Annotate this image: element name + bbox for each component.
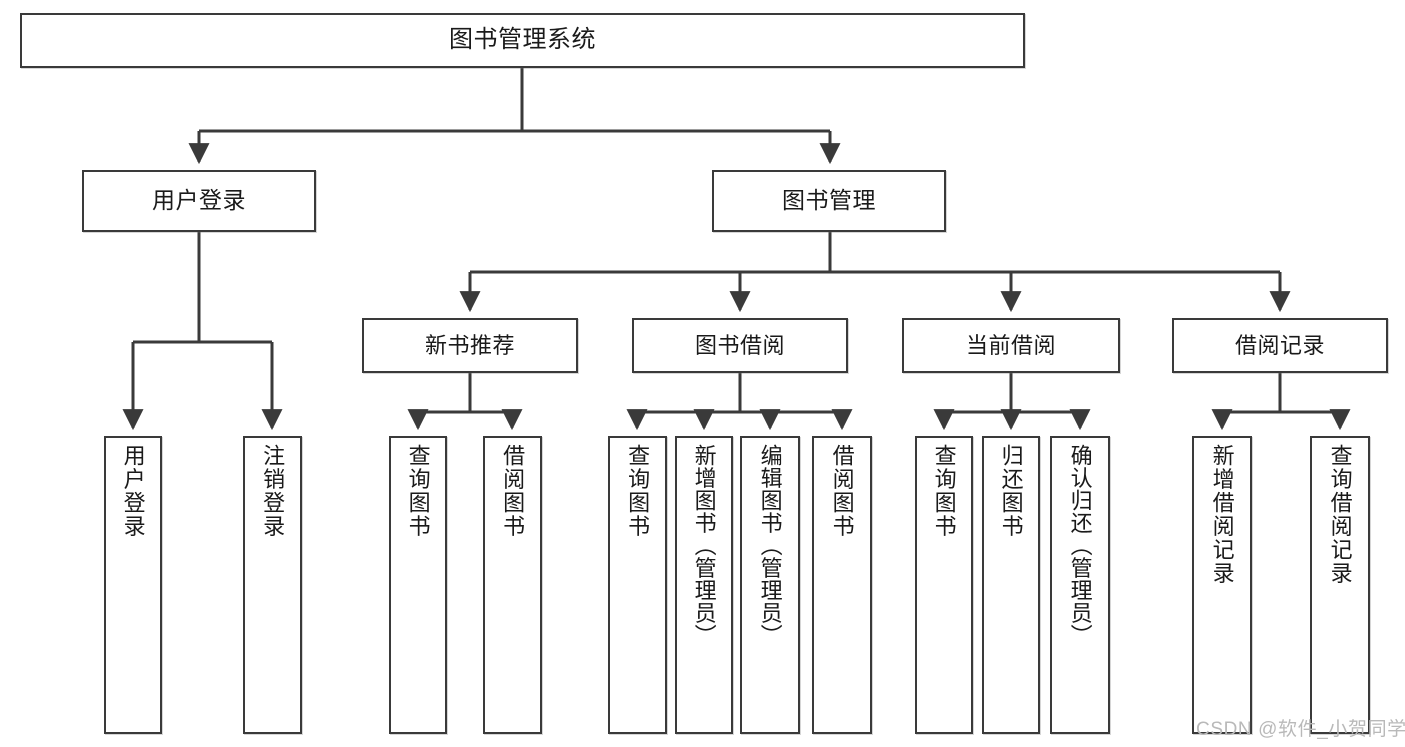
node-level3-1[interactable]: 新书推荐: [362, 318, 578, 373]
node-leaf-9[interactable]: 查询图书: [915, 436, 973, 734]
node-level3-3-label: 当前借阅: [965, 332, 1056, 358]
node-level2-2-label: 图书管理: [782, 187, 876, 214]
node-leaf-8-label: 借阅图书: [829, 444, 855, 538]
node-level2-1[interactable]: 用户登录: [82, 170, 316, 232]
node-level2-1-label: 用户登录: [152, 187, 246, 214]
node-level3-3[interactable]: 当前借阅: [902, 318, 1120, 373]
node-leaf-6-label: 新增图书（管理员）: [691, 444, 717, 647]
node-level3-2-label: 图书借阅: [694, 332, 785, 358]
node-level3-2[interactable]: 图书借阅: [632, 318, 848, 373]
node-leaf-10-label: 归还图书: [998, 444, 1024, 538]
node-level3-4[interactable]: 借阅记录: [1172, 318, 1388, 373]
node-leaf-1-label: 用户登录: [120, 444, 146, 538]
node-leaf-12-label: 新增借阅记录: [1209, 444, 1235, 585]
node-leaf-3[interactable]: 查询图书: [389, 436, 447, 734]
node-leaf-5[interactable]: 查询图书: [608, 436, 667, 734]
node-leaf-8[interactable]: 借阅图书: [812, 436, 872, 734]
node-leaf-1[interactable]: 用户登录: [104, 436, 162, 734]
node-leaf-4-label: 借阅图书: [500, 444, 526, 538]
node-leaf-7[interactable]: 编辑图书（管理员）: [740, 436, 800, 734]
node-leaf-2[interactable]: 注销登录: [243, 436, 302, 734]
node-leaf-3-label: 查询图书: [405, 444, 431, 538]
node-leaf-4[interactable]: 借阅图书: [483, 436, 542, 734]
node-leaf-6[interactable]: 新增图书（管理员）: [675, 436, 733, 734]
node-leaf-2-label: 注销登录: [260, 444, 286, 538]
node-leaf-10[interactable]: 归还图书: [982, 436, 1040, 734]
node-leaf-7-label: 编辑图书（管理员）: [757, 444, 783, 647]
csdn-watermark: CSDN @软件_小贺同学: [1196, 719, 1405, 740]
node-leaf-11[interactable]: 确认归还（管理员）: [1050, 436, 1110, 734]
node-leaf-9-label: 查询图书: [931, 444, 957, 538]
node-leaf-5-label: 查询图书: [625, 444, 651, 538]
node-leaf-13[interactable]: 查询借阅记录: [1310, 436, 1370, 734]
node-level2-2[interactable]: 图书管理: [712, 170, 946, 232]
node-leaf-12[interactable]: 新增借阅记录: [1192, 436, 1252, 734]
node-level3-1-label: 新书推荐: [424, 332, 515, 358]
node-root-label: 图书管理系统: [449, 26, 596, 54]
node-leaf-13-label: 查询借阅记录: [1327, 444, 1353, 585]
node-level3-4-label: 借阅记录: [1234, 332, 1325, 358]
node-root[interactable]: 图书管理系统: [20, 13, 1025, 68]
node-leaf-11-label: 确认归还（管理员）: [1067, 444, 1093, 647]
